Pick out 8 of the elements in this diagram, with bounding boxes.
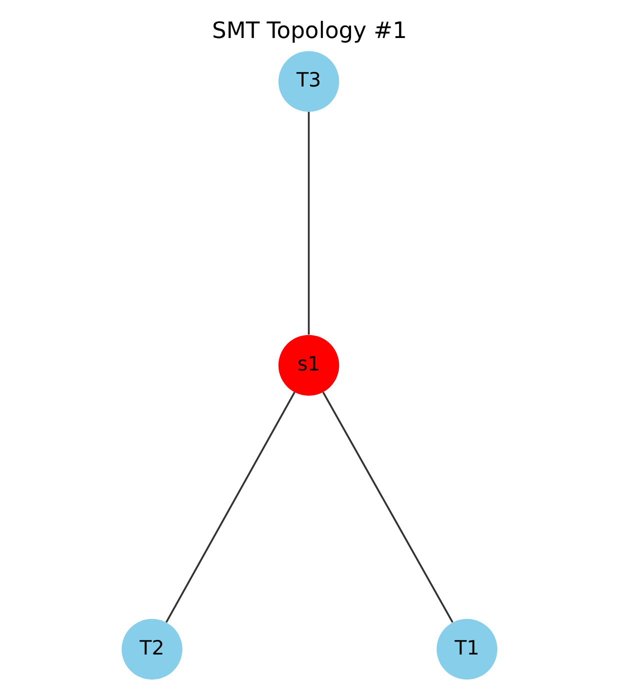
node-circle: s1 [278, 335, 340, 396]
connector [322, 392, 454, 623]
node-circle: T2 [122, 618, 182, 680]
connector [165, 392, 296, 623]
connector [308, 112, 310, 335]
node-circle: T1 [436, 618, 498, 680]
diagram-title: SMT Topology #1 [212, 18, 407, 44]
node-circle: T3 [278, 51, 340, 112]
